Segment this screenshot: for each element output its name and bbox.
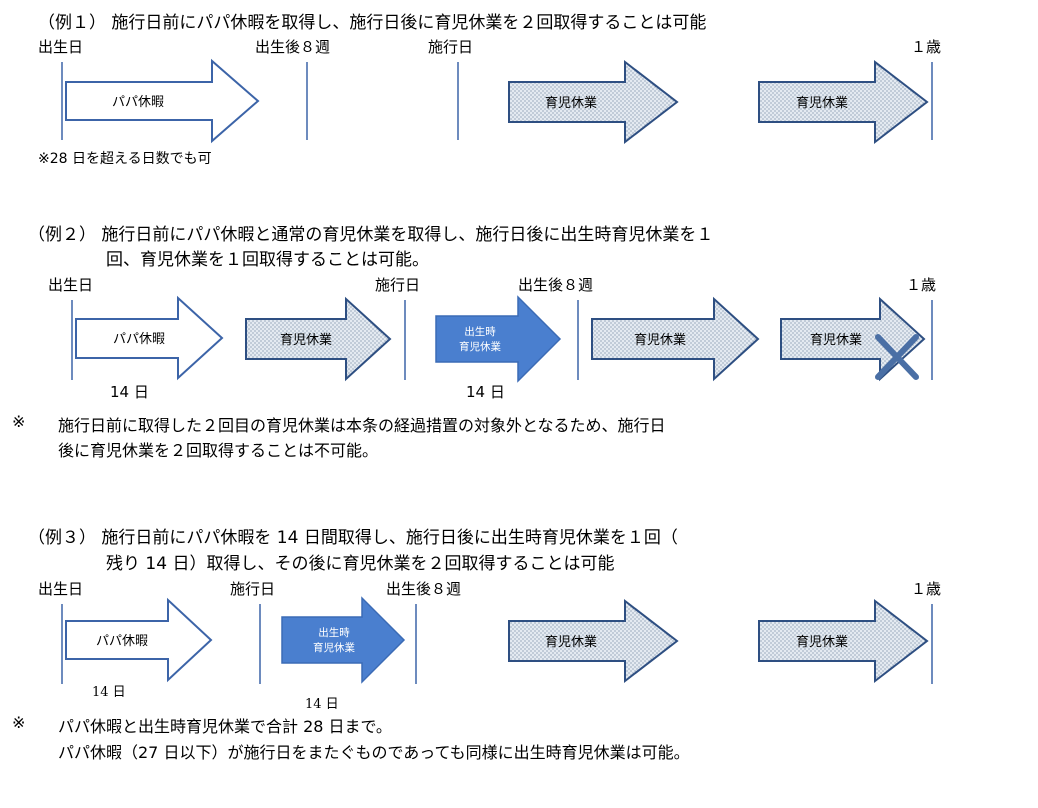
example2-arrow-papa-label: パパ休暇 <box>113 332 165 347</box>
example3-days2: 14 日 <box>305 697 339 712</box>
cross-mark-icon <box>875 334 919 380</box>
example2-label-age1: １歳 <box>906 276 937 294</box>
example3-arrow-papa-label: パパ休暇 <box>96 634 148 649</box>
example1-label-effective: 施行日 <box>428 38 474 56</box>
example3-note-mark: ※ <box>12 713 26 732</box>
example3-heading-line1: （例３） 施行日前にパパ休暇を 14 日間取得し、施行日後に出生時育児休業を１回… <box>28 528 678 548</box>
example3-arrow-papa: パパ休暇 <box>65 597 213 683</box>
example3-note-line1: パパ休暇と出生時育児休業で合計 28 日まで。 <box>58 717 392 736</box>
example2-days1: 14 日 <box>110 383 149 401</box>
example3-arrow-birth-leave: 出生時 育児休業 <box>281 596 406 684</box>
example2-arrow-leave-after-label: 育児休業 <box>634 332 686 348</box>
example3-arrow-leave2-label: 育児休業 <box>796 634 848 650</box>
example1-label-age1: １歳 <box>911 38 942 56</box>
example2-label-birth: 出生日 <box>48 276 94 294</box>
example3-days1: 14 日 <box>92 685 126 700</box>
example1-arrow-leave1: 育児休業 <box>508 59 679 145</box>
example3-label-age1: １歳 <box>911 580 942 598</box>
example3-arrow-leave1-label: 育児休業 <box>545 634 597 650</box>
example1-label-after8: 出生後８週 <box>255 38 331 56</box>
example3-heading-line2: 残り 14 日）取得し、その後に育児休業を２回取得することは可能 <box>106 554 615 574</box>
example2-days2: 14 日 <box>466 383 505 401</box>
example1-note: ※28 日を超える日数でも可 <box>38 151 212 167</box>
example1-arrow-papa-label: パパ休暇 <box>112 95 164 110</box>
example3-label-effective: 施行日 <box>230 580 276 598</box>
example2-arrow-leave-denied-label: 育児休業 <box>810 332 862 348</box>
example2-heading-line1: （例２） 施行日前にパパ休暇と通常の育児休業を取得し、施行日後に出生時育児休業を… <box>28 225 714 245</box>
example3-label-birth: 出生日 <box>38 580 84 598</box>
example2-heading-line2: 回、育児休業を１回取得することは可能。 <box>106 250 429 270</box>
example1-label-birth: 出生日 <box>38 38 84 56</box>
example3-arrow-leave1: 育児休業 <box>508 598 679 684</box>
example2-label-after8: 出生後８週 <box>518 276 594 294</box>
example2-note-line1: 施行日前に取得した２回目の育児休業は本条の経過措置の対象外となるため、施行日 <box>58 416 666 435</box>
example2-arrow-papa: パパ休暇 <box>75 295 224 381</box>
example2-arrow-birth-leave-label2: 育児休業 <box>459 340 501 353</box>
example2-arrow-leave-after: 育児休業 <box>591 296 760 382</box>
example1-arrow-leave1-label: 育児休業 <box>545 95 597 111</box>
example1-arrow-leave2: 育児休業 <box>758 59 929 145</box>
example1-arrow-papa: パパ休暇 <box>65 58 260 144</box>
example3-label-after8: 出生後８週 <box>386 580 462 598</box>
example2-arrow-leave-before-label: 育児休業 <box>280 332 332 348</box>
example2-label-effective: 施行日 <box>375 276 421 294</box>
example2-arrow-birth-leave: 出生時 育児休業 <box>435 295 562 383</box>
example1-arrow-leave2-label: 育児休業 <box>796 95 848 111</box>
example2-note-line2: 後に育児休業を２回取得することは不可能。 <box>58 441 379 460</box>
example3-arrow-leave2: 育児休業 <box>758 598 929 684</box>
example3-arrow-birth-leave-label1: 出生時 <box>318 626 350 639</box>
example2-note-mark: ※ <box>12 412 26 431</box>
example2-arrow-birth-leave-label1: 出生時 <box>464 325 496 338</box>
example1-heading: （例１） 施行日前にパパ休暇を取得し、施行日後に育児休業を２回取得することは可能 <box>38 13 707 33</box>
example2-arrow-leave-before: 育児休業 <box>245 296 392 382</box>
example3-arrow-birth-leave-label2: 育児休業 <box>313 641 355 654</box>
example3-note-line2: パパ休暇（27 日以下）が施行日をまたぐものであっても同様に出生時育児休業は可能… <box>58 743 690 762</box>
